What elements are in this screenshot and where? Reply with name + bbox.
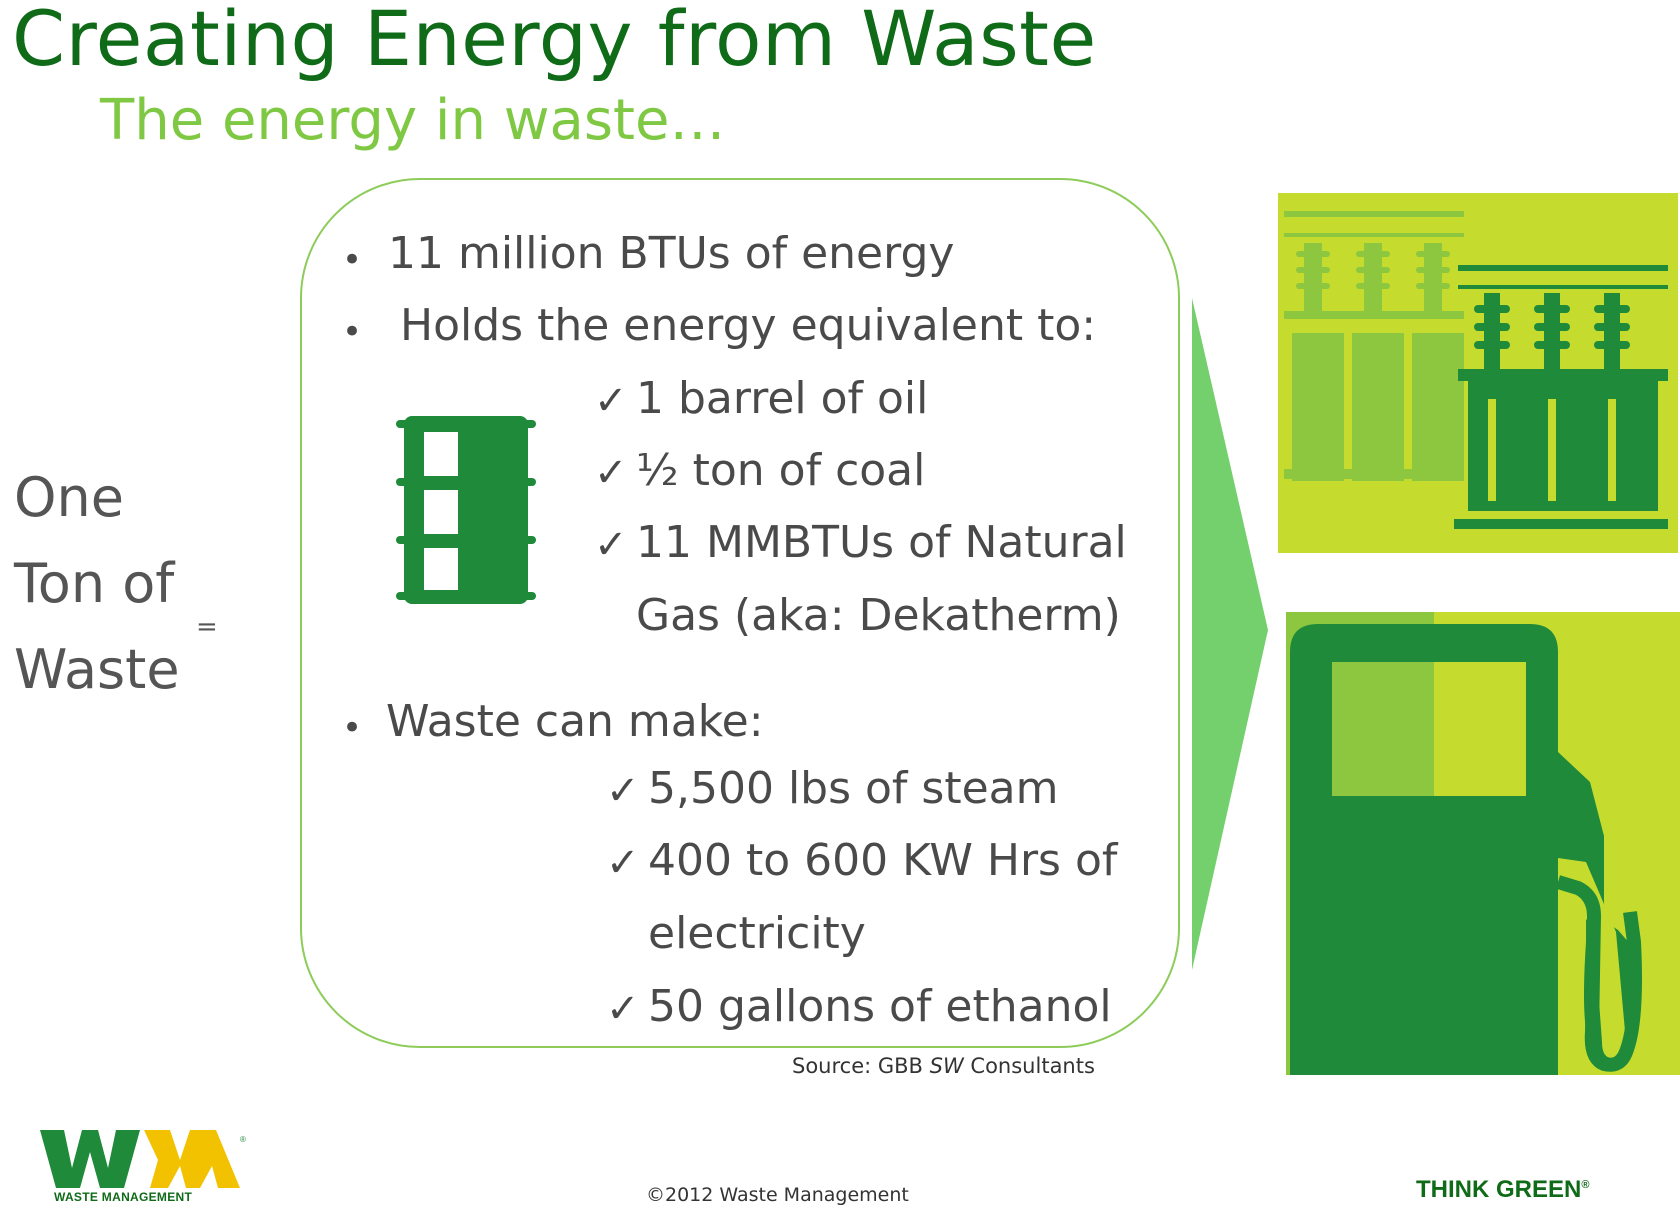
equivalent-oil: 1 barrel of oil — [636, 373, 929, 424]
arrow-right-icon — [1192, 298, 1268, 970]
tagline-text: THINK GREEN — [1416, 1176, 1582, 1203]
copyright: ©2012 Waste Management — [646, 1184, 909, 1206]
bullet-icon: • — [342, 708, 363, 748]
energy-facts-box — [300, 178, 1180, 1048]
page-title: Creating Energy from Waste — [12, 0, 1097, 83]
bullet-btus: 11 million BTUs of energy — [388, 228, 955, 279]
source-citation: Source: GBB SW Consultants — [792, 1054, 1095, 1078]
equivalent-coal: ½ ton of coal — [636, 445, 926, 496]
product-electricity-cont: electricity — [648, 908, 866, 959]
fuel-pump-icon — [1286, 612, 1642, 1075]
waste-management-logo: ® — [40, 1130, 246, 1188]
tagline-registered: ® — [1581, 1179, 1590, 1191]
power-transformer-tile — [1278, 193, 1678, 553]
bullet-icon: • — [342, 312, 363, 352]
check-icon: ✓ — [594, 378, 628, 424]
think-green-tagline: THINK GREEN® — [1416, 1176, 1589, 1204]
label-line-3: Waste — [14, 638, 180, 701]
product-steam: 5,500 lbs of steam — [648, 763, 1059, 814]
bullet-icon: • — [342, 240, 363, 280]
product-electricity: 400 to 600 KW Hrs of — [648, 835, 1118, 886]
wm-registered: ® — [240, 1135, 246, 1144]
fuel-pump-tile — [1286, 612, 1680, 1075]
oil-barrel-icon — [396, 416, 536, 604]
waste-management-text: WASTE MANAGEMENT — [54, 1190, 193, 1204]
check-icon: ✓ — [594, 522, 628, 568]
product-ethanol: 50 gallons of ethanol — [648, 981, 1112, 1032]
power-transformer-icon — [1284, 211, 1668, 529]
source-italic: SW — [929, 1054, 964, 1078]
equals-sign: = — [196, 612, 218, 642]
source-prefix: Source: GBB — [792, 1054, 930, 1078]
label-line-1: One — [14, 466, 124, 529]
source-suffix: Consultants — [963, 1054, 1095, 1078]
label-line-2: Ton of — [14, 552, 175, 615]
equivalent-gas-cont: Gas (aka: Dekatherm) — [636, 590, 1121, 641]
page-subtitle: The energy in waste… — [100, 88, 726, 153]
one-ton-of-waste-label: One Ton of Waste — [14, 455, 180, 713]
check-icon: ✓ — [606, 840, 640, 886]
check-icon: ✓ — [606, 768, 640, 814]
check-icon: ✓ — [606, 986, 640, 1032]
bullet-waste-can-make: Waste can make: — [386, 696, 764, 747]
check-icon: ✓ — [594, 450, 628, 496]
equivalent-gas: 11 MMBTUs of Natural — [636, 517, 1127, 568]
bullet-equivalent: Holds the energy equivalent to: — [400, 300, 1097, 351]
